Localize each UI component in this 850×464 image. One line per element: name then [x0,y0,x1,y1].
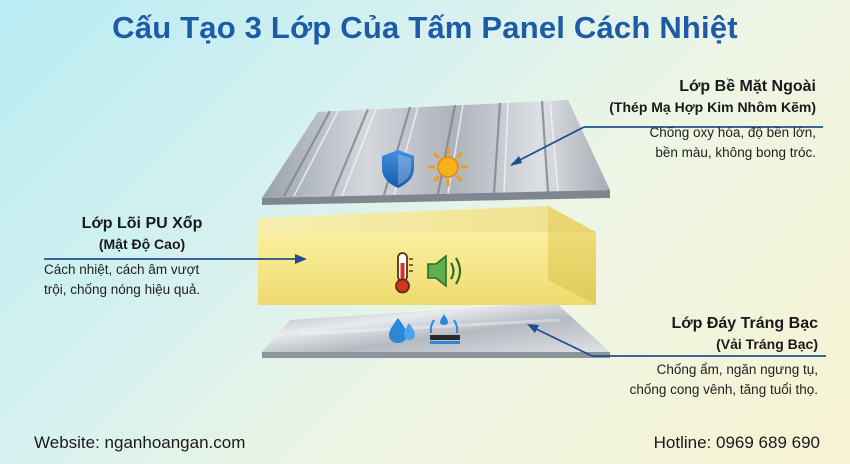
core-layer-label: Lớp Lõi PU Xốp (Mật Độ Cao) Cách nhiệt, … [44,215,284,300]
core-layer-subtitle: (Mật Độ Cao) [98,236,186,252]
shield-icon [382,150,414,188]
hotline-number[interactable]: Hotline: 0969 689 690 [653,433,820,452]
outer-layer-label: Lớp Bề Mặt Ngoài (Thép Mạ Hợp Kim Nhôm K… [556,78,816,163]
bottom-layer-subtitle: (Vải Tráng Bạc) [716,336,818,352]
bottom-desc-line-1: Chống ẩm, ngăn ngưng tụ, [656,362,818,377]
core-pointer [44,254,307,264]
outer-layer [262,100,610,205]
speaker-icon [427,254,462,288]
core-desc-line-2: trội, chống nóng hiệu quả. [44,282,201,297]
core-desc-line-1: Cách nhiệt, cách âm vượt [44,262,200,277]
sun-icon [428,147,468,187]
bottom-layer [262,302,610,358]
outer-layer-subtitle: (Thép Mạ Hợp Kim Nhôm Kẽm) [609,99,816,115]
outer-layer-description: Chống oxy hóa, độ bền lớn, bền màu, khôn… [556,123,816,163]
core-layer [258,206,596,305]
bottom-layer-title: Lớp Đáy Tráng Bạc [671,315,818,332]
website-link[interactable]: Website: nganhoangan.com [34,433,246,452]
thermometer-icon [395,252,413,294]
waterproof-icon [429,314,460,344]
bottom-layer-description: Chống ẩm, ngăn ngưng tụ, chống cong vênh… [558,360,818,400]
outer-desc-line-2: bền màu, không bong tróc. [655,145,816,160]
bottom-layer-label: Lớp Đáy Tráng Bạc (Vải Tráng Bạc) Chống … [558,315,818,400]
core-layer-description: Cách nhiệt, cách âm vượt trội, chống nón… [44,260,284,300]
outer-pointer [510,126,823,166]
outer-layer-title: Lớp Bề Mặt Ngoài [679,78,816,95]
core-layer-title: Lớp Lõi PU Xốp [81,215,203,232]
water-drops-icon [389,318,415,343]
bottom-pointer [527,324,826,357]
bottom-desc-line-2: chống cong vênh, tăng tuổi thọ. [629,382,818,397]
page-title: Cấu Tạo 3 Lớp Của Tấm Panel Cách Nhiệt [112,10,738,45]
outer-desc-line-1: Chống oxy hóa, độ bền lớn, [649,125,816,140]
